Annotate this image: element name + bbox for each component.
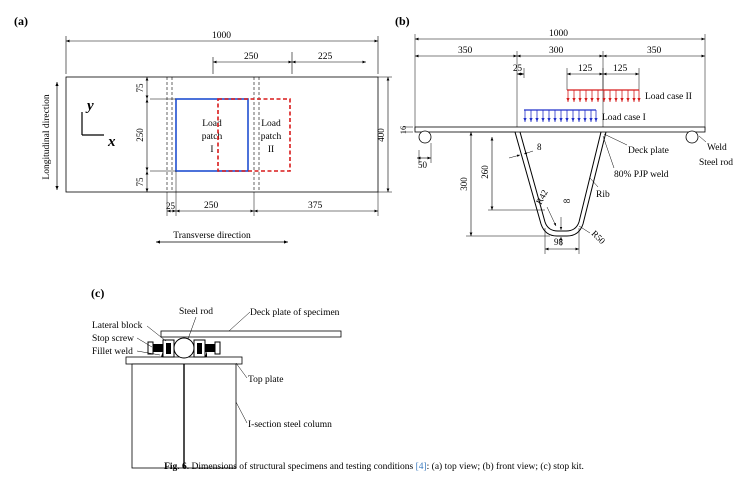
panel-a-label: (a) xyxy=(14,14,28,28)
deck-plate-label-b: Deck plate xyxy=(628,146,669,156)
axis-x-label: x xyxy=(107,134,116,150)
dim-250-left: 250 xyxy=(135,128,145,142)
caption-text-before: Dimensions of structural specimens and t… xyxy=(189,462,416,472)
dim-260: 260 xyxy=(480,165,490,179)
panel-a-top-view: (a) 1000 250 225 Load patch I Load patch… xyxy=(14,14,392,244)
load-case-2-arrows xyxy=(566,89,641,102)
dim-125-a: 125 xyxy=(578,64,593,74)
dim-25-b: 25 xyxy=(513,63,523,73)
lateral-block-label: Lateral block xyxy=(92,321,143,331)
load-case-1-arrows xyxy=(523,109,598,122)
deck-plate-of-specimen-label: Deck plate of specimen xyxy=(250,307,340,318)
stop-screw-label: Stop screw xyxy=(92,334,134,344)
dim-16: 16 xyxy=(398,126,408,135)
dim-25-a: 25 xyxy=(166,201,176,211)
panel-b-label: (b) xyxy=(395,14,410,28)
dim-250-bottom: 250 xyxy=(204,201,219,211)
dim-375: 375 xyxy=(308,201,323,211)
dim-350-right: 350 xyxy=(647,46,662,56)
dim-8-top: 8 xyxy=(537,142,542,152)
radius-r50: R50 xyxy=(590,228,608,246)
caption-fig-number: Fig. 6. xyxy=(164,462,190,472)
fillet-weld-label: Fillet weld xyxy=(92,347,133,357)
column-label: I-section steel column xyxy=(248,420,332,430)
patch2-line3: II xyxy=(268,145,274,155)
caption-reference-link[interactable]: [4] xyxy=(415,462,427,472)
patch2-line2: patch xyxy=(261,132,282,142)
dim-75-top: 75 xyxy=(135,83,145,93)
patch1-line1: Load xyxy=(202,119,222,129)
dim-300-vertical: 300 xyxy=(459,177,469,191)
axis-y-label: y xyxy=(85,98,94,114)
dim-300: 300 xyxy=(549,46,564,56)
panel-b-front-view: (b) 1000 350 300 350 25 125 125 xyxy=(395,14,733,254)
weld-label: Weld xyxy=(707,143,727,153)
steel-rod-right xyxy=(685,130,699,144)
steel-rod-label-c: Steel rod xyxy=(179,307,213,317)
load-patch-2 xyxy=(217,98,291,172)
dim-125-b: 125 xyxy=(613,64,628,74)
patch1-line2: patch xyxy=(202,132,223,142)
longitudinal-direction-label: Longitudinal direction xyxy=(42,94,52,179)
stop-screw-right xyxy=(205,344,215,352)
caption-text-after: : (a) top view; (b) front view; (c) stop… xyxy=(426,462,584,472)
figure-caption: Fig. 6. Dimensions of structural specime… xyxy=(0,462,748,472)
deck-plate-section xyxy=(414,126,706,133)
fillet-weld xyxy=(161,351,163,357)
load-patch-1 xyxy=(175,98,249,172)
dim-98: 98 xyxy=(554,237,564,247)
stop-screw-left xyxy=(153,344,163,352)
patch1-line3: I xyxy=(210,145,213,155)
dim-400: 400 xyxy=(376,128,386,142)
dim-1000-a: 1000 xyxy=(212,31,231,41)
stop-kit-steel-rod xyxy=(173,337,195,359)
panel-c-stop-kit: (c) Steel rod Deck plate of specimen Lat… xyxy=(91,286,342,469)
panel-c-label: (c) xyxy=(91,286,104,300)
rib-outer xyxy=(514,131,607,237)
deck-plate-outline xyxy=(65,76,379,193)
load-case-2-label: Load case II xyxy=(645,92,692,102)
dim-75-bottom: 75 xyxy=(135,177,145,187)
dim-1000-b: 1000 xyxy=(549,29,568,39)
transverse-direction-label: Transverse direction xyxy=(173,231,251,241)
dim-350-left: 350 xyxy=(458,46,473,56)
rib-inner xyxy=(519,131,602,232)
dim-250-top: 250 xyxy=(244,52,259,62)
dim-50: 50 xyxy=(418,160,428,170)
top-plate-label: Top plate xyxy=(248,375,283,385)
rib-label: Rib xyxy=(596,190,610,200)
pjp-weld-label: 80% PJP weld xyxy=(614,170,669,180)
patch2-line1: Load xyxy=(261,119,281,129)
load-case-1-label: Load case I xyxy=(602,113,646,123)
steel-rod-left xyxy=(418,130,432,144)
specimen-deck-plate xyxy=(160,330,342,338)
dim-8-bottom: 8 xyxy=(562,198,572,203)
dim-225: 225 xyxy=(318,52,333,62)
steel-rod-label-b: Steel rod xyxy=(699,158,733,168)
